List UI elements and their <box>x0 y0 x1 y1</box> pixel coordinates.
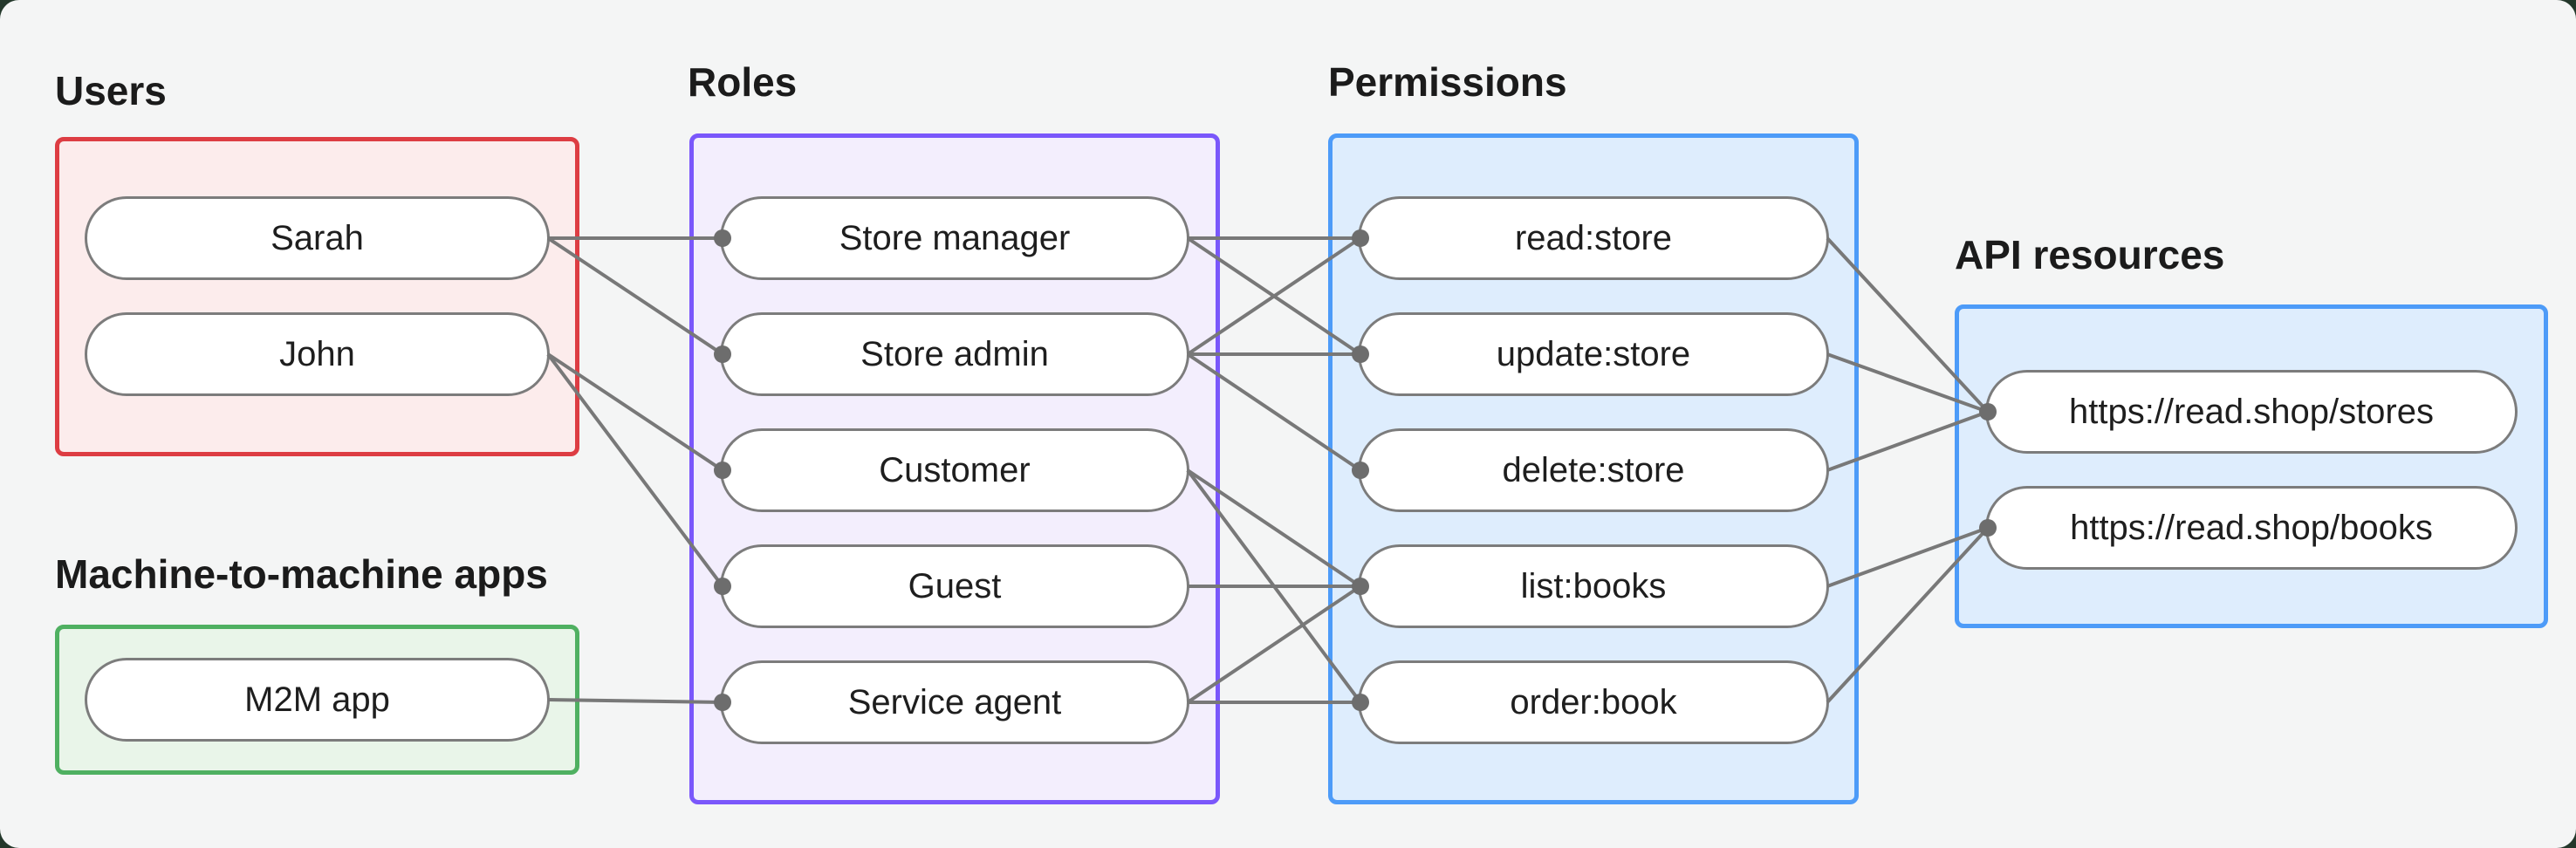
section-label-m2m-apps: Machine-to-machine apps <box>55 551 548 597</box>
node-order-book: order:book <box>1358 660 1829 744</box>
node-delete-store: delete:store <box>1358 428 1829 512</box>
node-store-manager: Store manager <box>720 196 1189 280</box>
node-label-store-manager: Store manager <box>839 218 1071 257</box>
node-sarah: Sarah <box>85 196 550 280</box>
node-label-update-store: update:store <box>1496 334 1691 373</box>
section-box-api-resources: https://read.shop/stores https://read.sho… <box>1955 304 2548 628</box>
node-label-delete-store: delete:store <box>1502 450 1685 489</box>
node-store-admin: Store admin <box>720 312 1189 396</box>
permissions-node-list: read:store update:store delete:store list:b… <box>1358 196 1829 744</box>
section-box-permissions: read:store update:store delete:store list:b… <box>1328 133 1859 804</box>
section-label-permissions: Permissions <box>1328 59 1567 105</box>
node-label-customer: Customer <box>879 450 1031 489</box>
node-guest: Guest <box>720 544 1189 628</box>
node-label-books: https://read.shop/books <box>2070 508 2433 547</box>
node-label-store-admin: Store admin <box>860 334 1049 373</box>
node-label-guest: Guest <box>908 566 1002 605</box>
node-update-store: update:store <box>1358 312 1829 396</box>
node-m2m-app: M2M app <box>85 658 550 742</box>
node-customer: Customer <box>720 428 1189 512</box>
node-label-order-book: order:book <box>1510 682 1677 721</box>
node-label-service-agent: Service agent <box>847 682 1062 721</box>
section-label-roles: Roles <box>688 59 798 105</box>
node-read-store: read:store <box>1358 196 1829 280</box>
node-john: John <box>85 312 550 396</box>
node-label-read-store: read:store <box>1514 218 1673 257</box>
section-box-m2m-apps: M2M app <box>55 625 579 775</box>
section-label-api-resources: API resources <box>1955 232 2225 277</box>
node-list-books: list:books <box>1358 544 1829 628</box>
api-node-list: https://read.shop/stores https://read.sho… <box>1985 370 2518 570</box>
node-label-stores: https://read.shop/stores <box>2068 392 2434 431</box>
node-service-agent: Service agent <box>720 660 1189 744</box>
node-label-m2m-app: M2M app <box>244 680 390 719</box>
node-label-list-books: list:books <box>1520 566 1667 605</box>
node-stores: https://read.shop/stores <box>1985 370 2518 454</box>
node-books: https://read.shop/books <box>1985 486 2518 570</box>
m2m-node-list: M2M app <box>85 658 550 742</box>
node-label-sarah: Sarah <box>271 218 364 257</box>
node-label-john: John <box>279 334 355 373</box>
section-label-users: Users <box>55 68 167 113</box>
